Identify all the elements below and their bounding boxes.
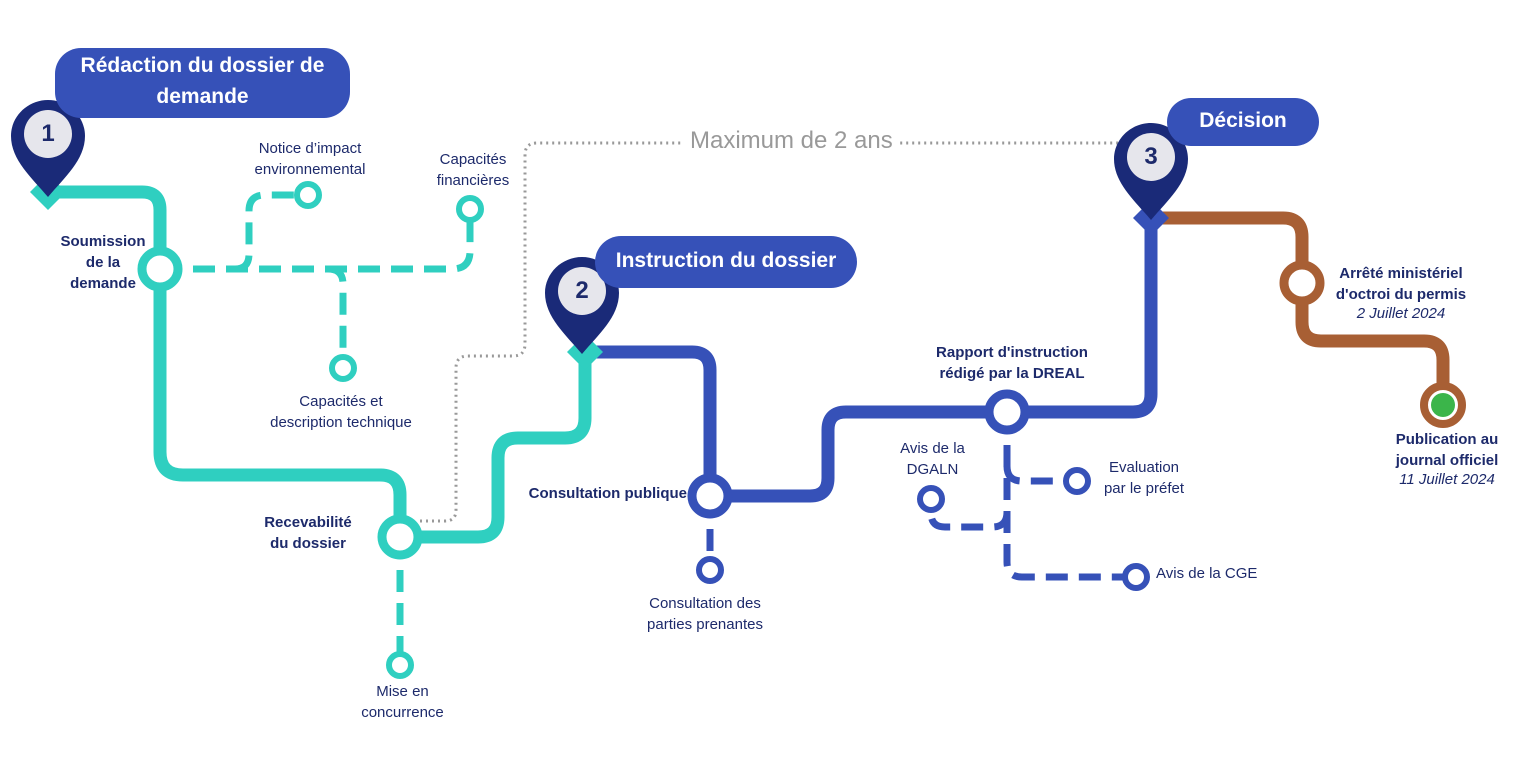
label-notice: Notice d’impact environnemental: [254, 140, 366, 178]
pin-number-1: 1: [41, 120, 55, 147]
duration-dotted-line: [420, 141, 1118, 523]
stage3-title: Décision: [1167, 98, 1319, 146]
node-notice: [294, 181, 322, 209]
branch-capacites-tech: [327, 265, 347, 368]
stage2-title-line1: Instruction du dossier: [615, 249, 837, 272]
map-pin-icon: [1114, 123, 1188, 236]
node-arrete: [1279, 260, 1325, 306]
node-avis-dgaln: [917, 485, 945, 513]
label-consultation-parties: Consultation des parties prenantes: [647, 595, 763, 633]
node-consultation-parties: [696, 556, 724, 584]
node-avis-cge: [1122, 563, 1150, 591]
node-capacites-fin: [456, 195, 484, 223]
node-soumission: [137, 246, 183, 292]
label-arrete: Arrêté ministériel d'octroi du permis 2 …: [1326, 263, 1476, 322]
stage1-title-line2: demande: [156, 85, 249, 108]
stage3-title-line1: Décision: [1199, 109, 1287, 132]
label-avis-dgaln: Avis de la DGALN: [900, 440, 965, 478]
label-capacites-tech: Capacités et description technique: [270, 393, 412, 431]
node-evaluation-prefet: [1063, 467, 1091, 495]
map-pin-icon: [545, 257, 619, 370]
stage1-title-line1: Rédaction du dossier de: [80, 54, 325, 77]
node-rapport: [984, 389, 1030, 435]
map-pin-icon: [11, 100, 85, 210]
stage1-title: Rédaction du dossier de demande: [55, 48, 350, 118]
node-recevabilite: [377, 514, 423, 560]
node-consultation-publique: [687, 473, 733, 519]
branch-avis-cge: [1003, 412, 1136, 581]
label-consultation-publique: Consultation publique: [528, 485, 687, 502]
label-rapport: Rapport d'instruction rédigé par la DREA…: [936, 344, 1088, 382]
node-publication-dot: [1431, 393, 1455, 417]
branch-notice: [234, 191, 308, 273]
label-mise-en-concurrence: Mise en concurrence: [361, 683, 444, 721]
duration-label: Maximum de 2 ans: [684, 126, 899, 156]
label-capacites-fin: Capacités financières: [436, 151, 510, 189]
stage2-main-line: [578, 215, 1158, 503]
branch-avis-dgaln: [927, 499, 1011, 531]
branch-evaluation-prefet: [1003, 465, 1077, 485]
publication-date: 11 Juillet 2024: [1399, 471, 1495, 488]
label-evaluation-prefet: Evaluation par le préfet: [1103, 459, 1185, 497]
label-publication: Publication au journal officiel 11 Juill…: [1385, 429, 1509, 488]
node-capacites-tech: [329, 354, 357, 382]
pin-number-2: 2: [575, 277, 589, 304]
label-soumission: Soumission de la demande: [60, 233, 146, 292]
node-mise-en-concurrence: [386, 651, 414, 679]
stage3-main-line: [1144, 211, 1450, 412]
arrete-date: 2 Juillet 2024: [1356, 305, 1446, 322]
stage2-title: Instruction du dossier: [595, 236, 857, 288]
branch-capacites-fin: [160, 209, 474, 273]
label-avis-cge: Avis de la CGE: [1156, 565, 1258, 582]
label-recevabilite: Recevabilité du dossier: [264, 514, 352, 552]
pin-number-3: 3: [1144, 143, 1158, 170]
